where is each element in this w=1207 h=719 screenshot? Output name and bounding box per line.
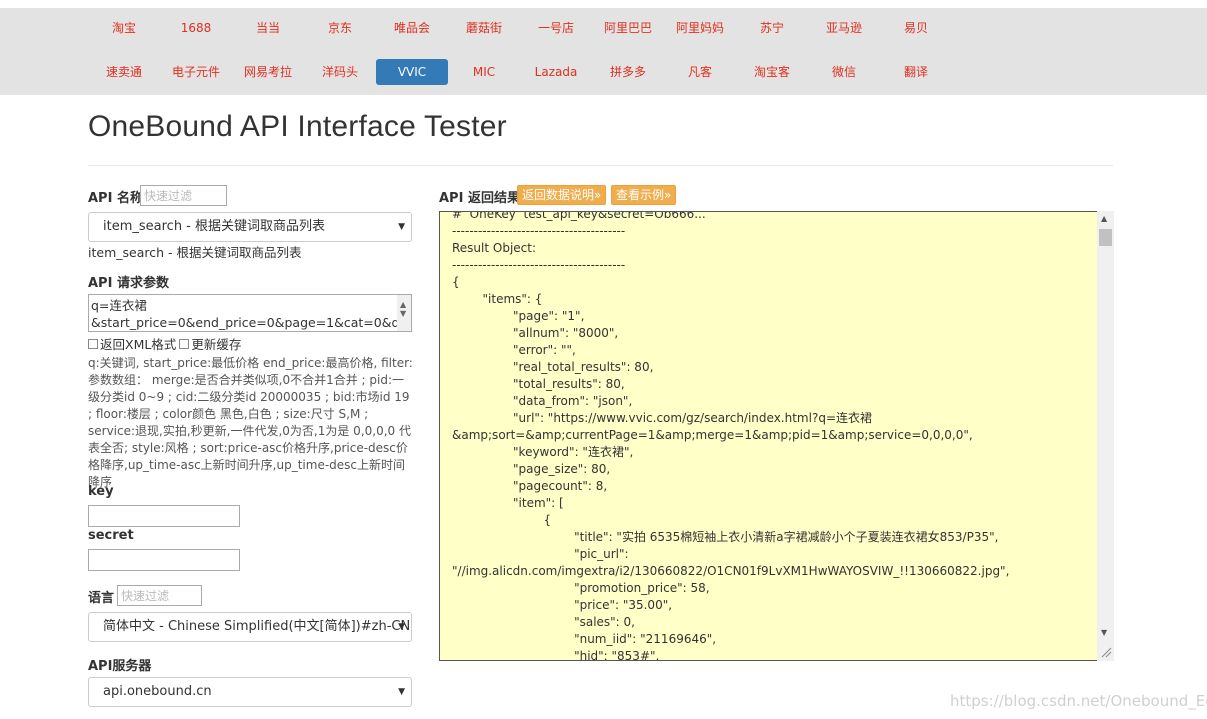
- scroll-down-icon[interactable]: ▼: [400, 309, 407, 318]
- nav-item[interactable]: 唯品会: [393, 21, 430, 35]
- nav-item[interactable]: 京东: [327, 21, 352, 35]
- nav-row-1: 淘宝 1688 当当 京东 唯品会 蘑菇街 一号店 阿里巴巴 阿里妈妈 苏宁 亚马逊 易贝: [88, 15, 952, 41]
- result-line: "error": "",: [452, 343, 576, 357]
- watermark: https://blog.csdn.net/Onebound_Ed: [950, 692, 1207, 710]
- page-title: OneBound API Interface Tester: [88, 110, 507, 143]
- result-line: "page": "1",: [452, 309, 585, 323]
- result-line: "real_total_results": 80,: [452, 360, 654, 374]
- chevron-down-icon: ▼: [398, 687, 405, 697]
- result-line: "pic_url":: [452, 547, 629, 561]
- server-select-value: api.onebound.cn: [103, 684, 212, 699]
- nav-item[interactable]: 亚马逊: [825, 21, 862, 35]
- result-scrollbar[interactable]: ▲ ▼: [1097, 211, 1114, 661]
- result-line: "sales": 0,: [452, 615, 635, 629]
- params-description: q:关键词, start_price:最低价格 end_price:最高价格, …: [88, 356, 413, 489]
- result-line: {: [452, 275, 460, 289]
- lang-label: 语言: [88, 591, 115, 606]
- nav-item[interactable]: 微信: [831, 65, 856, 79]
- secret-input[interactable]: [88, 549, 240, 571]
- api-select[interactable]: item_search - 根据关键词取商品列表 ▼: [88, 212, 412, 242]
- server-label: API服务器: [88, 659, 152, 674]
- nav-item[interactable]: VVIC: [376, 59, 448, 85]
- api-select-value: item_search - 根据关键词取商品列表: [103, 219, 326, 234]
- cache-checkbox[interactable]: [179, 338, 190, 349]
- api-filter-input[interactable]: 快速过滤: [140, 185, 227, 206]
- nav-item[interactable]: 速卖通: [105, 65, 142, 79]
- result-label: API 返回结果: [439, 191, 520, 206]
- result-line: "promotion_price": 58,: [452, 581, 710, 595]
- scroll-up-icon[interactable]: ▲: [1101, 214, 1108, 223]
- result-line: "url": "https://www.vvic.com/gz/search/i…: [452, 411, 872, 425]
- nav-row-2: 速卖通 电子元件 网易考拉 洋码头 VVIC MIC Lazada 拼多多 凡客 淘宝客 微信 翻译: [88, 59, 952, 85]
- result-line: ----------------------------------------: [452, 224, 626, 238]
- chevron-down-icon: ▼: [398, 222, 405, 232]
- nav-item[interactable]: 易贝: [903, 21, 928, 35]
- result-line: "item": [: [452, 496, 564, 510]
- result-line: {: [452, 513, 552, 527]
- key-label: key: [88, 484, 114, 499]
- nav-item[interactable]: 蘑菇街: [465, 21, 502, 35]
- result-line: ----------------------------------------: [452, 258, 626, 272]
- scroll-up-icon[interactable]: ▲: [400, 300, 407, 309]
- nav-item[interactable]: 电子元件: [171, 65, 220, 79]
- nav-item[interactable]: 1688: [180, 21, 212, 35]
- result-content: # OneKey test_api_key&secret=Ob666... ---…: [452, 211, 1097, 661]
- result-line: "num_iid": "21169646",: [452, 632, 717, 646]
- options-row: 返回XML格式 更新缓存: [88, 334, 241, 353]
- result-line: "price": "35.00",: [452, 598, 673, 612]
- result-line: "allnum": "8000",: [452, 326, 619, 340]
- result-line: "title": "实拍 6535棉短袖上衣小清新a字裙减龄小个子夏装连衣裙女8…: [452, 530, 999, 544]
- textarea-scrollbar[interactable]: ▲ ▼: [397, 295, 411, 331]
- nav-item[interactable]: 一号店: [537, 21, 574, 35]
- nav-item[interactable]: 苏宁: [759, 21, 784, 35]
- nav-item[interactable]: 当当: [255, 21, 280, 35]
- result-line: Result Object:: [452, 241, 537, 255]
- nav-item[interactable]: 阿里巴巴: [603, 21, 652, 35]
- lang-select-value: 简体中文 - Chinese Simplified(中文[简体])#zh-CN: [103, 619, 411, 634]
- result-line: &amp;sort=&amp;currentPage=1&amp;merge=1…: [452, 428, 973, 442]
- result-line: "keyword": "连衣裙",: [452, 445, 634, 459]
- nav-item[interactable]: 网易考拉: [243, 65, 292, 79]
- resize-grip-icon[interactable]: [1100, 646, 1112, 658]
- xml-checkbox-label: 返回XML格式: [100, 337, 177, 352]
- nav-item[interactable]: Lazada: [534, 65, 578, 79]
- nav-item[interactable]: 淘宝: [111, 21, 136, 35]
- result-line: "page_size": 80,: [452, 462, 611, 476]
- params-line-1: q=连衣裙: [91, 298, 147, 313]
- result-line: # OneKey test_api_key&secret=Ob666...: [452, 211, 706, 221]
- result-line: "data_from": "json",: [452, 394, 633, 408]
- api-name-label: API 名称: [88, 191, 143, 206]
- result-textarea[interactable]: # OneKey test_api_key&secret=Ob666... ---…: [439, 211, 1114, 661]
- params-label: API 请求参数: [88, 276, 169, 291]
- chevron-down-icon: ▼: [398, 622, 405, 632]
- result-line: "//img.alicdn.com/imgextra/i2/130660822/…: [452, 564, 1010, 578]
- xml-checkbox[interactable]: [88, 338, 98, 349]
- nav-item[interactable]: 阿里妈妈: [675, 21, 724, 35]
- result-line: "total_results": 80,: [452, 377, 625, 391]
- example-button[interactable]: 查看示例»: [611, 185, 677, 205]
- server-select[interactable]: api.onebound.cn ▼: [88, 677, 412, 707]
- nav-item[interactable]: 淘宝客: [753, 65, 790, 79]
- nav-item[interactable]: 洋码头: [321, 65, 358, 79]
- nav-item[interactable]: 凡客: [687, 65, 712, 79]
- lang-select[interactable]: 简体中文 - Chinese Simplified(中文[简体])#zh-CN …: [88, 612, 412, 642]
- result-line: "pagecount": 8,: [452, 479, 608, 493]
- lang-filter-input[interactable]: 快速过滤: [117, 585, 202, 606]
- api-select-caption: item_search - 根据关键词取商品列表: [88, 245, 302, 260]
- secret-label: secret: [88, 528, 134, 543]
- params-textarea[interactable]: q=连衣裙 &start_price=0&end_price=0&page=1&…: [88, 294, 412, 332]
- nav-item[interactable]: 翻译: [903, 65, 928, 79]
- result-doc-button[interactable]: 返回数据说明»: [517, 185, 607, 205]
- cache-checkbox-label: 更新缓存: [191, 337, 242, 352]
- result-line: "items": {: [452, 292, 543, 306]
- scroll-down-icon[interactable]: ▼: [1101, 628, 1108, 637]
- divider: [88, 165, 1113, 166]
- scroll-thumb[interactable]: [1099, 229, 1112, 246]
- key-input[interactable]: [88, 505, 240, 527]
- nav-item[interactable]: 拼多多: [609, 65, 646, 79]
- params-line-2: &start_price=0&end_price=0&page=1&cat=0&…: [91, 315, 412, 330]
- result-line: "hid": "853#",: [452, 649, 660, 661]
- top-nav: 淘宝 1688 当当 京东 唯品会 蘑菇街 一号店 阿里巴巴 阿里妈妈 苏宁 亚马逊 易贝 速卖通 电子…: [0, 8, 1207, 95]
- nav-item[interactable]: MIC: [472, 65, 496, 79]
